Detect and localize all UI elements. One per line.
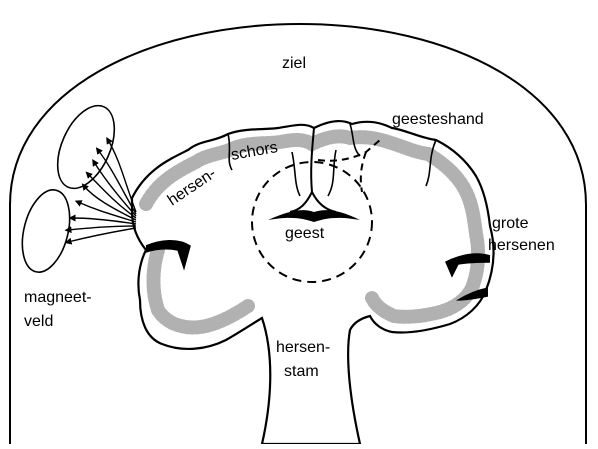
label-grote: grote [492, 215, 529, 232]
label-magneet: magneet- [24, 289, 92, 306]
label-hersenen: hersenen [488, 237, 555, 254]
label-hersen-stam-2: stam [284, 363, 319, 380]
label-geest: geest [285, 225, 325, 242]
brain [132, 121, 493, 444]
coil-upper [46, 97, 126, 197]
label-geesteshand: geesteshand [392, 111, 484, 128]
label-hersen-stam-1: hersen- [276, 339, 330, 356]
coil-lower [14, 185, 77, 277]
label-ziel: ziel [282, 55, 306, 72]
label-veld: veld [24, 313, 53, 330]
